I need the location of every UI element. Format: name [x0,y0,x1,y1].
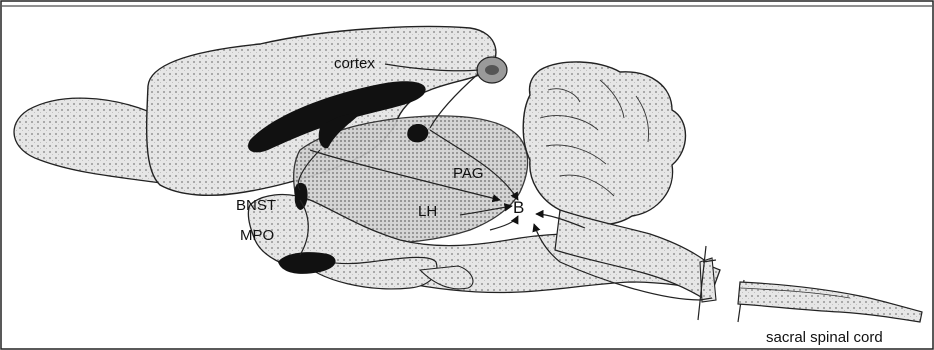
sacral-spinal-cord [738,282,922,322]
label-bnst: BNST [236,197,276,214]
label-b: B [513,198,524,217]
label-lh: LH [418,203,437,220]
cerebellum [523,62,685,225]
label-sacral-spinal-cord: sacral spinal cord [766,329,883,346]
label-pag: PAG [453,165,484,182]
label-mpo: MPO [240,227,274,244]
label-cortex: cortex [334,55,375,72]
